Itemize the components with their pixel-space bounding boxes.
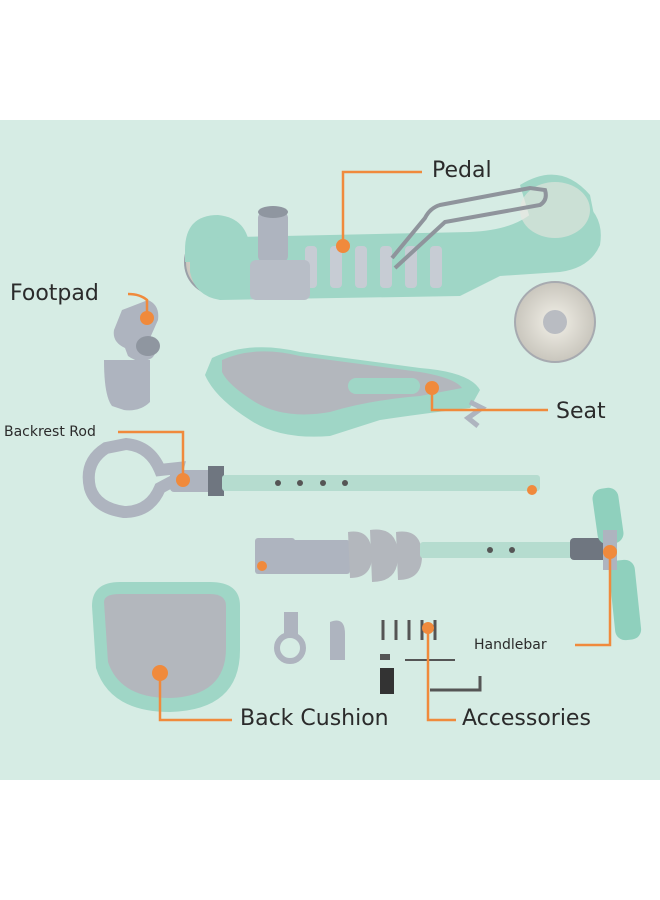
label-handlebar: Handlebar [474,637,547,653]
handlebar-stem-part [255,487,642,647]
back-cushion-part [92,582,240,722]
label-back-cushion: Back Cushion [240,706,389,731]
seat-part [205,347,548,437]
label-seat: Seat [556,399,606,424]
backrest-rod-part [82,430,540,519]
label-accessories: Accessories [462,706,591,731]
label-footpad: Footpad [10,281,99,306]
accessories-parts [274,612,482,722]
footpad-part [104,292,160,411]
label-pedal: Pedal [432,158,492,183]
label-backrest-rod: Backrest Rod [4,424,96,440]
scooter-deck [184,170,601,363]
